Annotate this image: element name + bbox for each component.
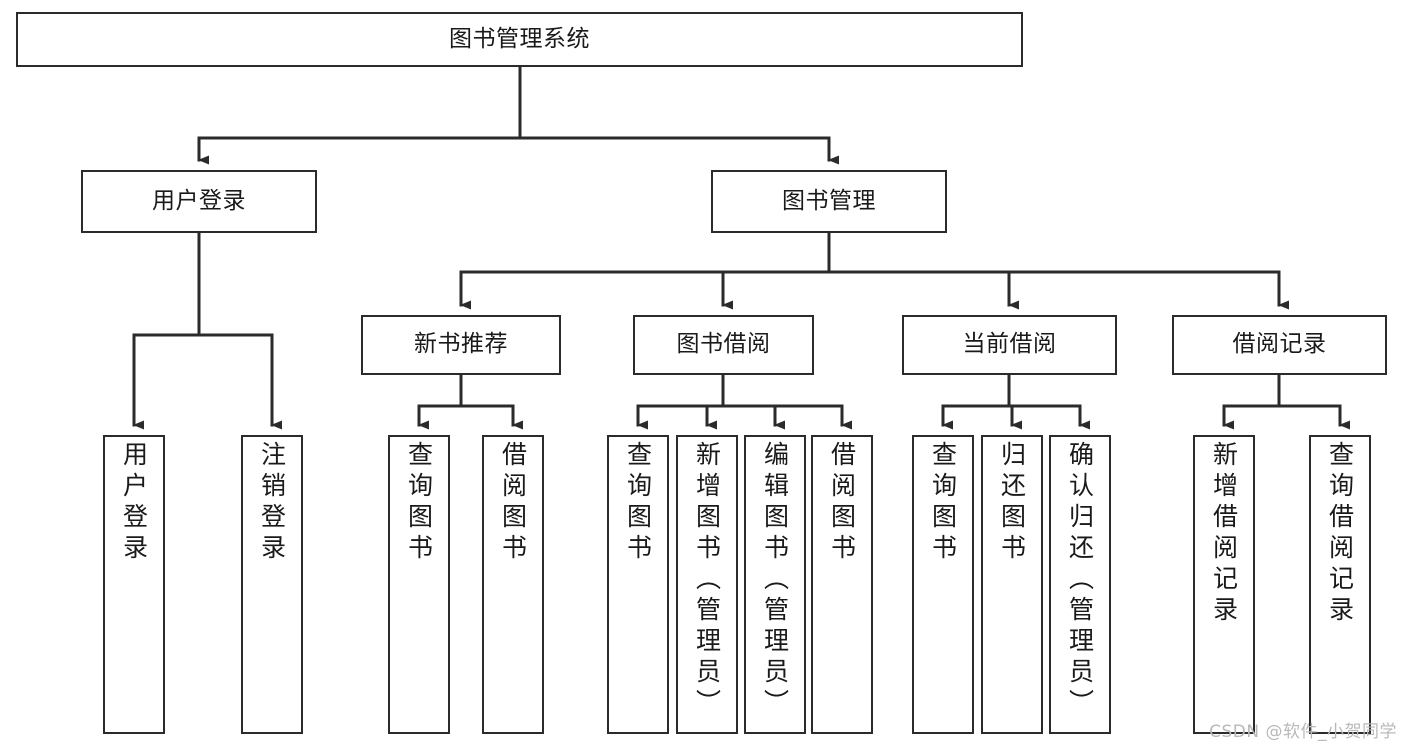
- node-book-manage-label: 图书管理: [782, 187, 876, 214]
- node-user-login-label: 用户登录: [152, 187, 246, 214]
- node-leaf-confirm-return-label: 确认归还（管理员）: [1065, 441, 1095, 720]
- node-current-borrow-label: 当前借阅: [962, 331, 1057, 358]
- node-leaf-query-book-1-label: 查询图书: [404, 441, 434, 565]
- node-leaf-add-record[interactable]: 新增借阅记录: [1193, 435, 1255, 734]
- node-book-borrow[interactable]: 图书借阅: [633, 315, 814, 375]
- node-leaf-borrow-book-2[interactable]: 借阅图书: [811, 435, 873, 734]
- node-leaf-user-login-label: 用户登录: [119, 441, 149, 565]
- watermark-text: CSDN @软件_小贺同学: [1209, 722, 1397, 742]
- node-leaf-borrow-book-1-label: 借阅图书: [498, 441, 528, 565]
- node-user-login[interactable]: 用户登录: [81, 170, 317, 233]
- node-leaf-add-book[interactable]: 新增图书（管理员）: [676, 435, 738, 734]
- node-root-label: 图书管理系统: [449, 25, 590, 52]
- node-leaf-return-book-label: 归还图书: [997, 441, 1027, 565]
- node-borrow-record-label: 借阅记录: [1232, 331, 1327, 358]
- node-book-manage[interactable]: 图书管理: [711, 170, 947, 233]
- node-leaf-query-book-2[interactable]: 查询图书: [607, 435, 669, 734]
- node-leaf-edit-book-label: 编辑图书（管理员）: [760, 441, 790, 720]
- node-leaf-user-logout[interactable]: 注销登录: [241, 435, 303, 734]
- node-leaf-borrow-book-2-label: 借阅图书: [827, 441, 857, 565]
- node-leaf-edit-book[interactable]: 编辑图书（管理员）: [744, 435, 806, 734]
- node-current-borrow[interactable]: 当前借阅: [902, 315, 1117, 375]
- node-new-book-recommend-label: 新书推荐: [414, 331, 508, 358]
- node-leaf-query-record-label: 查询借阅记录: [1325, 441, 1355, 627]
- node-leaf-query-book-2-label: 查询图书: [623, 441, 653, 565]
- node-leaf-add-record-label: 新增借阅记录: [1209, 441, 1239, 627]
- node-new-book-recommend[interactable]: 新书推荐: [361, 315, 561, 375]
- node-root[interactable]: 图书管理系统: [16, 12, 1023, 67]
- node-leaf-return-book[interactable]: 归还图书: [981, 435, 1043, 734]
- node-book-borrow-label: 图书借阅: [676, 331, 771, 358]
- node-leaf-user-logout-label: 注销登录: [257, 441, 287, 565]
- node-leaf-query-book-3-label: 查询图书: [928, 441, 958, 565]
- node-leaf-query-book-3[interactable]: 查询图书: [912, 435, 974, 734]
- node-leaf-query-book-1[interactable]: 查询图书: [388, 435, 450, 734]
- node-leaf-confirm-return[interactable]: 确认归还（管理员）: [1049, 435, 1111, 734]
- node-leaf-user-login[interactable]: 用户登录: [103, 435, 165, 734]
- node-leaf-borrow-book-1[interactable]: 借阅图书: [482, 435, 544, 734]
- node-borrow-record[interactable]: 借阅记录: [1172, 315, 1387, 375]
- node-leaf-add-book-label: 新增图书（管理员）: [692, 441, 722, 720]
- node-leaf-query-record[interactable]: 查询借阅记录: [1309, 435, 1371, 734]
